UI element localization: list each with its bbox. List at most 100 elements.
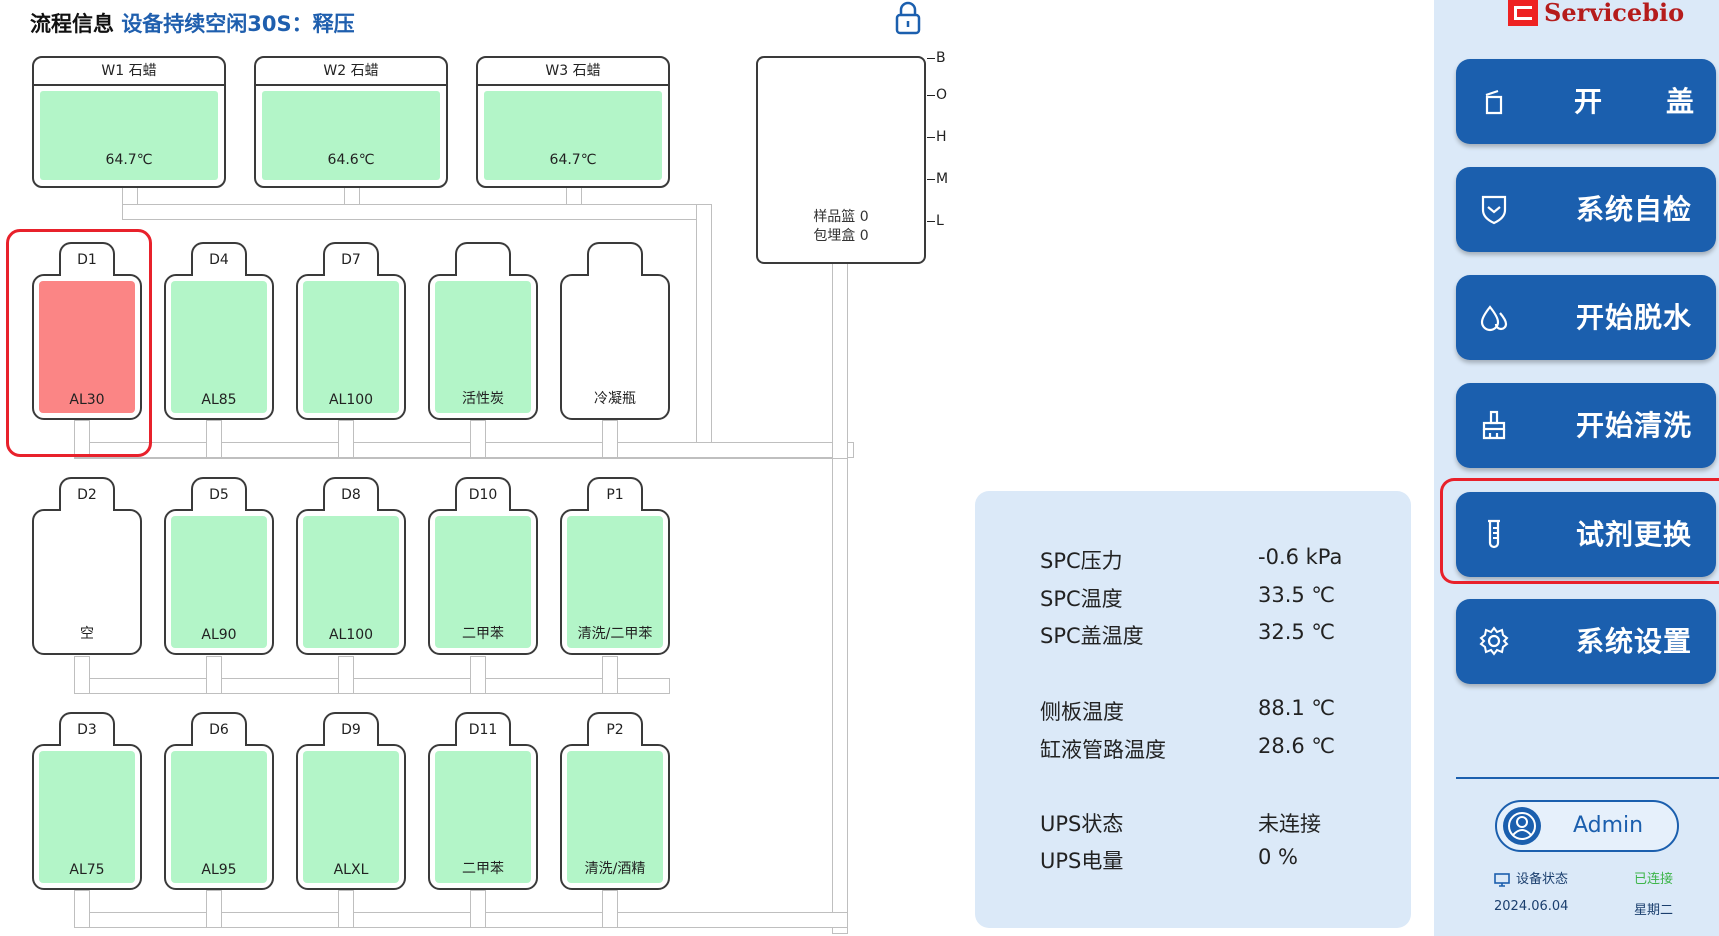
side-plate-temp-label: 侧板温度 bbox=[1040, 700, 1124, 724]
level-marker-h: H bbox=[927, 129, 947, 145]
start-cleaning-button[interactable]: 开始清洗 bbox=[1456, 383, 1716, 468]
reagent-replace-button[interactable]: 试剂更换 bbox=[1456, 492, 1716, 577]
start-dehydration-button[interactable]: 开始脱水 bbox=[1456, 275, 1716, 360]
bottle-body: 二甲苯 bbox=[428, 744, 538, 890]
level-marker-m: M bbox=[927, 171, 948, 187]
bottle-reagent-label: 二甲苯 bbox=[462, 626, 504, 642]
bottle-reagent-label: 清洗/酒精 bbox=[584, 861, 646, 877]
lid-icon bbox=[1485, 89, 1503, 115]
bottle-fill bbox=[303, 281, 399, 413]
bottle-fill bbox=[567, 751, 663, 883]
bottle-body: 清洗/酒精 bbox=[560, 744, 670, 890]
bottle-body: 冷凝瓶 bbox=[560, 274, 670, 420]
bottle-id bbox=[455, 242, 511, 276]
level-marker-o: O bbox=[927, 87, 947, 103]
bottle-reagent-label: 冷凝瓶 bbox=[594, 391, 636, 407]
start-cleaning-label: 开始清洗 bbox=[1575, 409, 1692, 442]
wax-temperature: 64.7℃ bbox=[549, 152, 597, 168]
bottle-body: AL85 bbox=[164, 274, 274, 420]
reagent-bottle[interactable]: ALXL D9 bbox=[296, 712, 406, 902]
reagent-bottle[interactable]: AL100 D8 bbox=[296, 477, 406, 667]
bottle-id: D8 bbox=[323, 477, 379, 511]
reagent-bottle[interactable]: 活性炭 bbox=[428, 242, 538, 432]
device-status-value: 已连接 bbox=[1634, 872, 1674, 887]
wax-tank-w2[interactable]: W2 石蜡 64.6℃ bbox=[254, 56, 448, 188]
open-lid-button[interactable]: 开 盖 bbox=[1456, 59, 1716, 144]
wax-temperature: 64.6℃ bbox=[327, 152, 375, 168]
brush-icon bbox=[1482, 410, 1506, 440]
bottle-body: 活性炭 bbox=[428, 274, 538, 420]
bottle-body: AL95 bbox=[164, 744, 274, 890]
shield-check-icon bbox=[1481, 195, 1507, 225]
process-info-header: 流程信息 设备持续空闲30S：释压 bbox=[30, 8, 355, 38]
bottle-body: AL100 bbox=[296, 274, 406, 420]
bottle-body: AL100 bbox=[296, 509, 406, 655]
embedding-cassette-count: 包埋盒 0 bbox=[813, 228, 869, 244]
wax-temperature: 64.7℃ bbox=[105, 152, 153, 168]
self-check-button[interactable]: 系统自检 bbox=[1456, 167, 1716, 252]
pipe-temp-value: 28.6 ℃ bbox=[1258, 734, 1336, 758]
lock-icon[interactable] bbox=[890, 0, 926, 36]
system-settings-button[interactable]: 系统设置 bbox=[1456, 599, 1716, 684]
bottle-reagent-label: AL100 bbox=[328, 627, 374, 643]
reagent-bottle[interactable]: 冷凝瓶 bbox=[560, 242, 670, 432]
water-drops-icon bbox=[1480, 305, 1508, 332]
bottle-id: D1 bbox=[59, 242, 115, 276]
sidebar-divider bbox=[1456, 777, 1719, 779]
pipe-temp-label: 缸液管路温度 bbox=[1040, 738, 1166, 762]
brand-logo: Servicebio bbox=[1508, 0, 1684, 28]
user-name: Admin bbox=[1573, 813, 1644, 838]
bottle-body: 清洗/二甲苯 bbox=[560, 509, 670, 655]
device-status-label: 设备状态 bbox=[1516, 872, 1569, 887]
bottle-reagent-label: AL90 bbox=[201, 627, 237, 643]
wax-tank-w1[interactable]: W1 石蜡 64.7℃ bbox=[32, 56, 226, 188]
bottle-fill bbox=[171, 281, 267, 413]
spc-pressure-label: SPC压力 bbox=[1040, 549, 1123, 573]
ups-battery-label: UPS电量 bbox=[1040, 849, 1124, 873]
reagent-bottle[interactable]: 清洗/酒精 P2 bbox=[560, 712, 670, 902]
bottle-id: P2 bbox=[587, 712, 643, 746]
bottle-reagent-label: AL75 bbox=[69, 862, 105, 878]
sensor-info-panel: SPC压力 -0.6 kPa SPC温度 33.5 ℃ SPC盖温度 32.5 … bbox=[975, 491, 1411, 928]
bottle-body: 空 bbox=[32, 509, 142, 655]
spc-lid-temp-label: SPC盖温度 bbox=[1040, 624, 1144, 648]
bottle-reagent-label: 清洗/二甲苯 bbox=[577, 626, 653, 642]
current-date: 2024.06.04 bbox=[1494, 899, 1569, 914]
bottle-body: 二甲苯 bbox=[428, 509, 538, 655]
bottle-fill bbox=[303, 751, 399, 883]
spc-temp-value: 33.5 ℃ bbox=[1258, 583, 1336, 607]
spc-pressure-value: -0.6 kPa bbox=[1258, 545, 1343, 569]
spc-lid-temp-value: 32.5 ℃ bbox=[1258, 620, 1336, 644]
user-account-button[interactable]: Admin bbox=[1495, 800, 1679, 852]
bottle-fill bbox=[435, 751, 531, 883]
bottle-fill bbox=[435, 281, 531, 413]
bottle-id: D9 bbox=[323, 712, 379, 746]
current-weekday: 星期二 bbox=[1634, 903, 1674, 918]
bottle-body: AL90 bbox=[164, 509, 274, 655]
bottle-reagent-label: 二甲苯 bbox=[462, 861, 504, 877]
bottle-body: AL30 bbox=[32, 274, 142, 420]
device-status-indicator: 设备状态 bbox=[1494, 868, 1568, 887]
bottle-reagent-label: ALXL bbox=[333, 862, 369, 878]
bottle-id: P1 bbox=[587, 477, 643, 511]
bottle-id: D6 bbox=[191, 712, 247, 746]
wax-level-fill: 64.7℃ bbox=[40, 91, 218, 180]
bottle-reagent-label: AL100 bbox=[328, 392, 374, 408]
side-plate-temp-value: 88.1 ℃ bbox=[1258, 696, 1336, 720]
start-dehydration-label: 开始脱水 bbox=[1575, 301, 1692, 334]
bottle-fill bbox=[39, 516, 135, 648]
selected-bottle-highlight bbox=[6, 229, 152, 457]
wax-tank-w3[interactable]: W3 石蜡 64.7℃ bbox=[476, 56, 670, 188]
reagent-bottle[interactable]: 清洗/二甲苯 P1 bbox=[560, 477, 670, 667]
bottle-body: AL75 bbox=[32, 744, 142, 890]
wax-level-fill: 64.7℃ bbox=[484, 91, 662, 180]
